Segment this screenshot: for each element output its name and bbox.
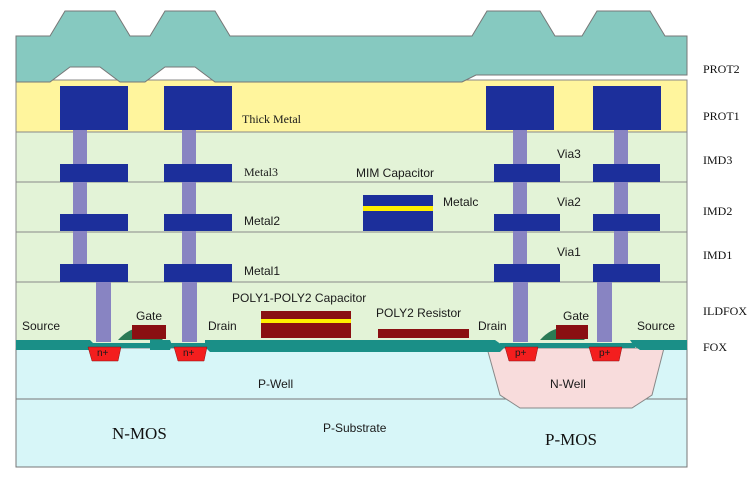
label-imd1: IMD1 xyxy=(703,248,733,262)
diffusions xyxy=(87,346,623,362)
label-metal3: Metal3 xyxy=(244,165,278,179)
label-via1: Via1 xyxy=(557,245,581,259)
label-p-mos: P-MOS xyxy=(545,430,597,449)
label-imd2: IMD2 xyxy=(703,204,733,218)
label-thick-metal: Thick Metal xyxy=(242,112,301,126)
field-oxide xyxy=(16,340,687,352)
label-diff-p1: p+ xyxy=(515,348,527,359)
thin-oxide xyxy=(90,343,635,348)
metal-layers xyxy=(60,86,661,282)
gate-poly-n xyxy=(132,325,166,339)
label-imd3: IMD3 xyxy=(703,153,733,167)
mim-capacitor-top xyxy=(363,195,433,206)
prot2-layer xyxy=(15,10,688,83)
label-diff-n2: n+ xyxy=(183,348,195,359)
mim-capacitor-bottom xyxy=(363,211,433,231)
label-poly-capacitor: POLY1-POLY2 Capacitor xyxy=(232,291,367,305)
gate-poly-p xyxy=(556,325,588,339)
label-metal1: Metal1 xyxy=(244,264,281,278)
label-metal2: Metal2 xyxy=(244,214,281,228)
poly-capacitor-top xyxy=(261,311,351,319)
label-prot1: PROT1 xyxy=(703,109,740,123)
label-diff-p2: p+ xyxy=(599,348,611,359)
label-gate-n: Gate xyxy=(136,309,163,323)
label-source-p: Source xyxy=(637,319,676,333)
label-p-well: P-Well xyxy=(258,377,294,391)
label-diff-n1: n+ xyxy=(97,348,109,359)
label-source-n: Source xyxy=(22,319,61,333)
label-n-mos: N-MOS xyxy=(112,424,167,443)
label-gate-p: Gate xyxy=(563,309,590,323)
poly-capacitor-dielectric xyxy=(261,319,351,323)
label-mim-capacitor: MIM Capacitor xyxy=(356,166,435,180)
p-substrate-region xyxy=(15,398,688,468)
poly-capacitor-bottom xyxy=(261,323,351,338)
label-drain-n: Drain xyxy=(208,319,237,333)
label-via2: Via2 xyxy=(557,195,581,209)
mim-capacitor-dielectric xyxy=(363,206,433,211)
label-poly2-resistor: POLY2 Resistor xyxy=(376,306,462,320)
label-via3: Via3 xyxy=(557,147,581,161)
label-prot2: PROT2 xyxy=(703,62,740,76)
label-fox: FOX xyxy=(703,340,728,354)
label-metalc: Metalc xyxy=(443,195,479,209)
poly2-resistor-bar xyxy=(378,329,469,338)
label-drain-p: Drain xyxy=(478,319,507,333)
via-columns xyxy=(73,120,628,342)
label-ildfox: ILDFOX xyxy=(703,304,747,318)
label-p-substrate: P-Substrate xyxy=(323,421,387,435)
label-n-well: N-Well xyxy=(550,377,586,391)
